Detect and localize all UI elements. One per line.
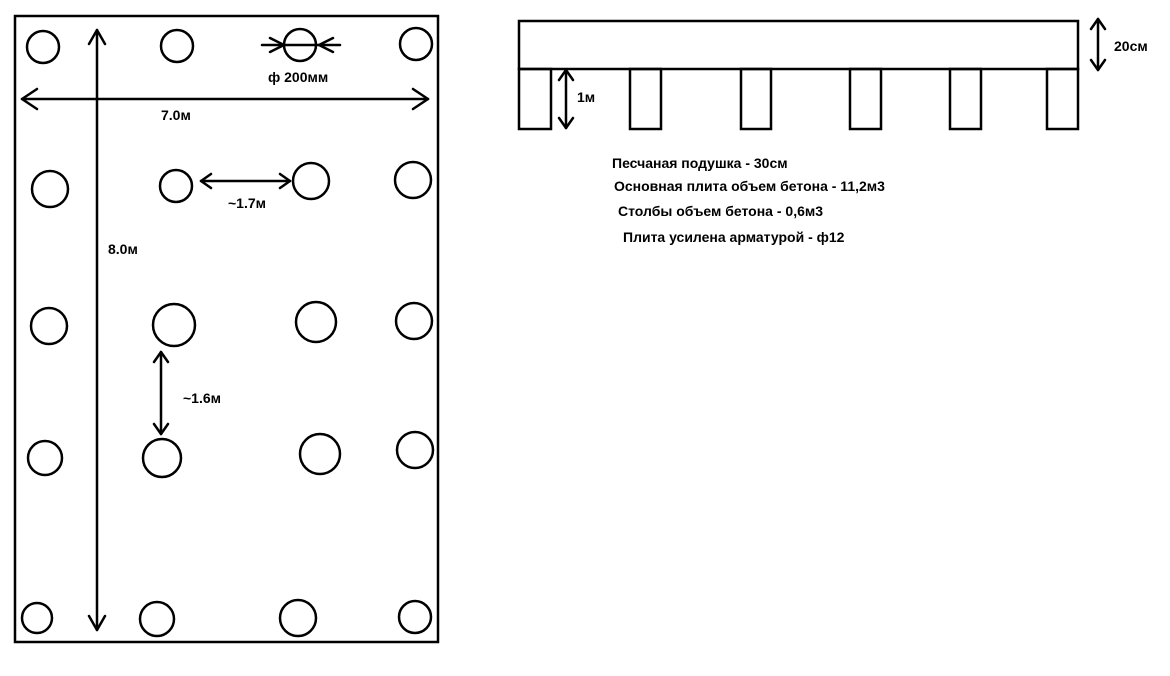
- note-line: Плита усилена арматурой - ф12: [623, 229, 845, 245]
- section-view: 20см 1м: [517, 17, 1148, 131]
- pile-column: [628, 67, 663, 131]
- pile-height-arrow: [557, 68, 575, 130]
- pile-circle: [159, 28, 195, 64]
- pile-circle: [397, 599, 433, 635]
- plan-view: ф 200мм 7.0м 8.0м ~1.7м ~1.6м: [13, 14, 440, 644]
- pile-circle: [291, 161, 331, 201]
- slab-thickness-label: 20см: [1114, 38, 1148, 54]
- pile-circle: [158, 168, 194, 204]
- pile-circle: [141, 437, 183, 479]
- pile-circle: [398, 26, 434, 62]
- pile-column: [948, 67, 983, 131]
- pile-diameter-label: ф 200мм: [268, 69, 328, 85]
- pile-circle: [20, 601, 54, 635]
- pile-circle: [395, 430, 435, 470]
- slab-rect: [517, 19, 1080, 71]
- pile-circle: [30, 169, 70, 209]
- pile-column: [739, 67, 773, 131]
- width-label: 7.0м: [161, 107, 191, 123]
- plan-outline: [13, 14, 440, 644]
- pile-diameter-arrow: [260, 36, 342, 54]
- length-dimension-arrow: [87, 28, 107, 632]
- pile-circle: [25, 29, 61, 65]
- note-line: Песчаная подушка - 30см: [612, 155, 788, 171]
- pile-column: [1045, 67, 1080, 131]
- pile-column: [848, 67, 883, 131]
- vertical-spacing-arrow: [152, 350, 170, 436]
- pile-circle: [298, 432, 342, 476]
- note-line: Основная плита объем бетона - 11,2м3: [614, 178, 885, 194]
- vertical-spacing-label: ~1.6м: [183, 390, 221, 406]
- pile-circle: [29, 306, 69, 346]
- pile-height-label: 1м: [577, 89, 595, 105]
- pile-circle: [26, 439, 64, 477]
- horizontal-spacing-arrow: [199, 172, 292, 190]
- pile-circle: [138, 600, 176, 638]
- pile-circle: [151, 302, 197, 348]
- length-label: 8.0м: [108, 241, 138, 257]
- slab-thickness-arrow: [1089, 17, 1107, 72]
- note-line: Столбы объем бетона - 0,6м3: [618, 203, 823, 219]
- pile-column: [517, 67, 553, 131]
- width-dimension-arrow: [20, 87, 430, 111]
- pile-circle: [394, 301, 434, 341]
- pile-circle: [278, 598, 318, 638]
- pile-circle: [294, 300, 338, 344]
- horizontal-spacing-label: ~1.7м: [228, 195, 266, 211]
- notes: Песчаная подушка - 30см Основная плита о…: [612, 155, 885, 245]
- pile-circle: [393, 160, 433, 200]
